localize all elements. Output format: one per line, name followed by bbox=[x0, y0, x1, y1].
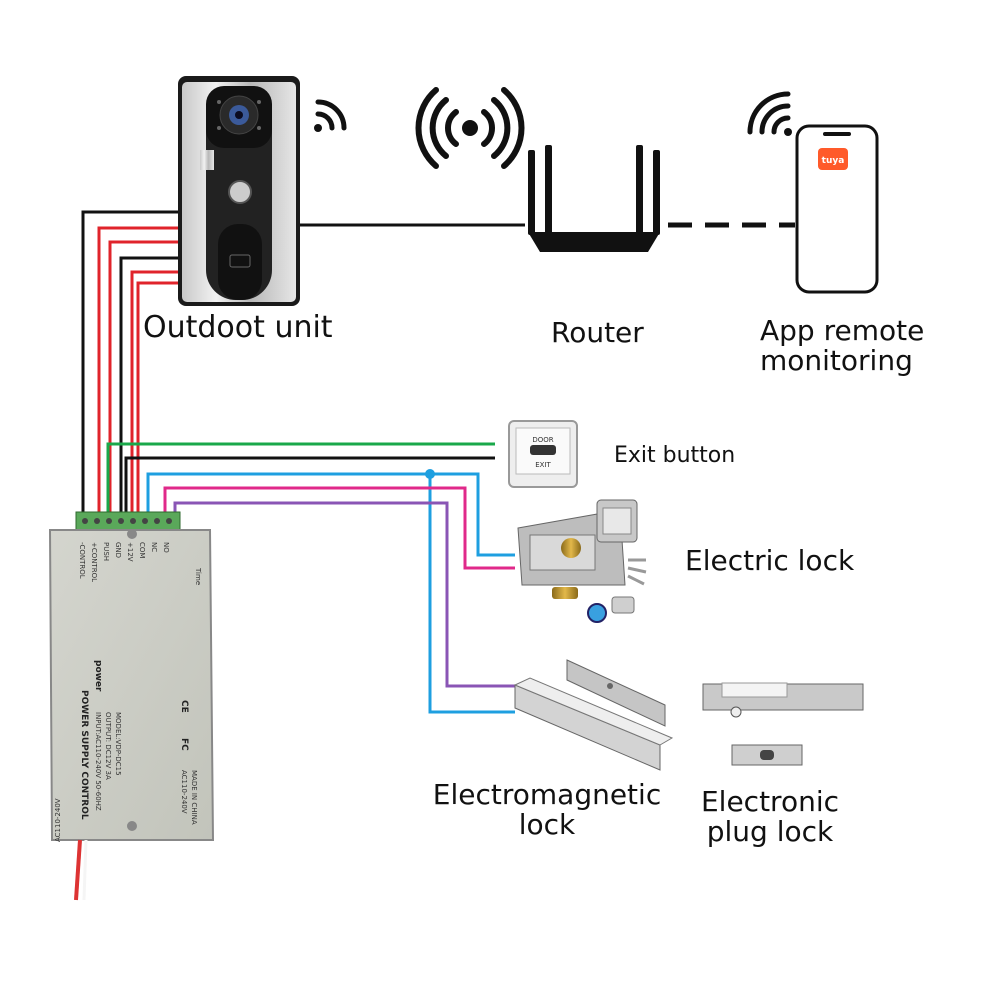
psu-spec-3: MODEL:VDP-DC15 bbox=[114, 712, 122, 776]
router-icon bbox=[528, 145, 660, 252]
psu-term-1: -CONTROL bbox=[78, 542, 86, 579]
electric-lock-icon bbox=[517, 499, 647, 623]
plug-lock-label-line2: plug lock bbox=[706, 815, 834, 848]
wire-green bbox=[106, 442, 495, 515]
electromagnetic-lock-icon bbox=[513, 659, 674, 771]
app-label-line2: monitoring bbox=[760, 344, 913, 377]
wire-junction bbox=[425, 469, 435, 479]
wifi-signal-icon bbox=[314, 99, 347, 132]
psu-term-7: NC bbox=[150, 542, 158, 552]
door-station-icon bbox=[178, 76, 300, 306]
exit-plate-line2: EXIT bbox=[535, 461, 551, 469]
doorbell-wires bbox=[81, 210, 182, 515]
psu-spec-2: OUTPUT: DC12V 3A bbox=[104, 712, 112, 780]
tuya-app-label: tuya bbox=[822, 156, 845, 166]
psu-term-6: COM bbox=[138, 542, 146, 558]
psu-time: Time bbox=[194, 567, 202, 585]
exit-plate-line1: DOOR bbox=[532, 436, 553, 444]
wire-red-2 bbox=[108, 240, 182, 515]
wire-blue bbox=[146, 472, 515, 557]
wire-red-1 bbox=[97, 226, 182, 515]
psu-rating: AC110-240V bbox=[180, 770, 188, 814]
exit-button-label: Exit button bbox=[614, 443, 736, 468]
psu-spec-1: INPUT:AC110-240V 50-60HZ bbox=[94, 712, 102, 811]
exit-button-icon: DOOR EXIT bbox=[508, 420, 578, 488]
psu-fc: FC bbox=[179, 738, 189, 751]
app-label-line1: App remote bbox=[760, 314, 925, 347]
wire-purple bbox=[173, 501, 515, 688]
power-supply-icon: -CONTROL +CONTROL PUSH GND +12V COM NC N… bbox=[48, 511, 215, 901]
wire-magenta bbox=[163, 486, 515, 570]
wire-red-4 bbox=[136, 281, 182, 515]
wire-blue-branch bbox=[428, 474, 515, 714]
outdoor-unit-label: Outdoot unit bbox=[143, 310, 333, 345]
psu-term-8: NO bbox=[162, 542, 170, 553]
tuya-app-icon bbox=[818, 148, 848, 170]
psu-brand: POWER SUPPLY CONTROL bbox=[79, 690, 89, 820]
broadcast-icon bbox=[415, 87, 525, 169]
plug-lock-label-line1: Electronic bbox=[700, 785, 840, 818]
wire-black-exit bbox=[124, 456, 495, 515]
electric-lock-label: Electric lock bbox=[685, 544, 855, 577]
router-label: Router bbox=[551, 316, 644, 349]
plug-lock-icon bbox=[702, 682, 864, 766]
psu-ac-badge: AC110-240V bbox=[54, 798, 62, 842]
wire-red-3 bbox=[130, 270, 182, 515]
electromagnetic-label-line1: Electromagnetic bbox=[432, 778, 662, 811]
wire-black-1 bbox=[81, 210, 182, 515]
psu-term-4: GND bbox=[114, 542, 122, 558]
psu-term-5: +12V bbox=[126, 542, 134, 562]
power-cord bbox=[74, 839, 82, 901]
lock-wires bbox=[106, 442, 515, 714]
electromagnetic-label-line2: lock bbox=[518, 808, 576, 841]
wire-black-2 bbox=[119, 256, 182, 515]
psu-term-3: PUSH bbox=[102, 542, 110, 561]
psu-made-in: MADE IN CHINA bbox=[190, 770, 198, 825]
psu-term-2: +CONTROL bbox=[90, 542, 98, 582]
phone-wifi-icon bbox=[747, 91, 792, 136]
psu-ce: CE bbox=[179, 700, 189, 713]
psu-power: power bbox=[93, 660, 103, 692]
smartphone-icon: tuya bbox=[795, 124, 879, 294]
